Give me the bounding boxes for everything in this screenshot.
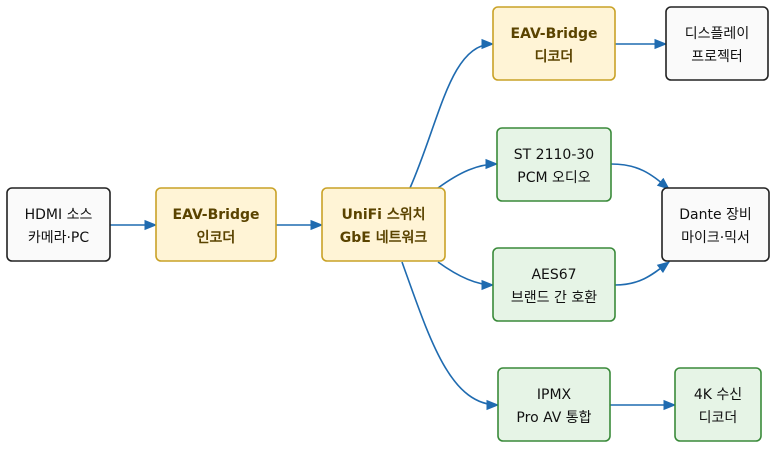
node-4k-receiver-line2: 디코더 (699, 410, 738, 426)
node-hdmi-source: HDMI 소스 카메라·PC (6, 187, 111, 262)
edges (110, 38, 677, 411)
node-switch-line1: UniFi 스위치 (341, 207, 425, 223)
node-ipmx-line1: IPMX (537, 387, 572, 403)
node-dante: Dante 장비 마이크·믹서 (661, 187, 770, 262)
edge-switch-to-st2110 (437, 158, 499, 189)
node-aes67-line1: AES67 (531, 267, 576, 283)
node-hdmi-source-line2: 카메라·PC (28, 230, 90, 246)
node-st2110-line2: PCM 오디오 (517, 170, 591, 186)
node-switch: UniFi 스위치 GbE 네트워크 (321, 187, 446, 262)
edge-switch-to-ipmx (401, 261, 500, 411)
node-st2110: ST 2110-30 PCM 오디오 (496, 127, 612, 202)
node-st2110-line1: ST 2110-30 (514, 147, 594, 163)
node-ipmx-line2: Pro AV 통합 (516, 410, 591, 426)
node-display-line2: 프로젝터 (691, 49, 743, 65)
node-hdmi-source-line1: HDMI 소스 (25, 207, 93, 223)
edge-switch-to-aes67 (437, 261, 495, 291)
node-dante-line2: 마이크·믹서 (681, 230, 750, 246)
node-aes67: AES67 브랜드 간 호환 (492, 247, 616, 322)
edge-aes67-to-dante (614, 261, 671, 286)
node-encoder: EAV-Bridge 인코더 (155, 187, 277, 262)
node-decoder: EAV-Bridge 디코더 (492, 6, 616, 81)
node-4k-receiver: 4K 수신 디코더 (674, 367, 762, 442)
node-encoder-line1: EAV-Bridge (173, 207, 260, 223)
node-decoder-line2: 디코더 (535, 49, 574, 65)
edge-switch-to-decoder (409, 38, 495, 189)
node-display: 디스플레이 프로젝터 (665, 6, 769, 81)
edge-st2110-to-dante (610, 163, 670, 190)
node-encoder-line2: 인코더 (197, 229, 236, 246)
node-switch-line2: GbE 네트워크 (340, 230, 428, 246)
node-4k-receiver-line1: 4K 수신 (694, 387, 742, 403)
node-decoder-line1: EAV-Bridge (511, 26, 598, 42)
node-dante-line1: Dante 장비 (679, 207, 752, 223)
node-aes67-line2: 브랜드 간 호환 (511, 290, 597, 306)
node-display-line1: 디스플레이 (685, 26, 749, 42)
node-ipmx: IPMX Pro AV 통합 (497, 367, 611, 442)
